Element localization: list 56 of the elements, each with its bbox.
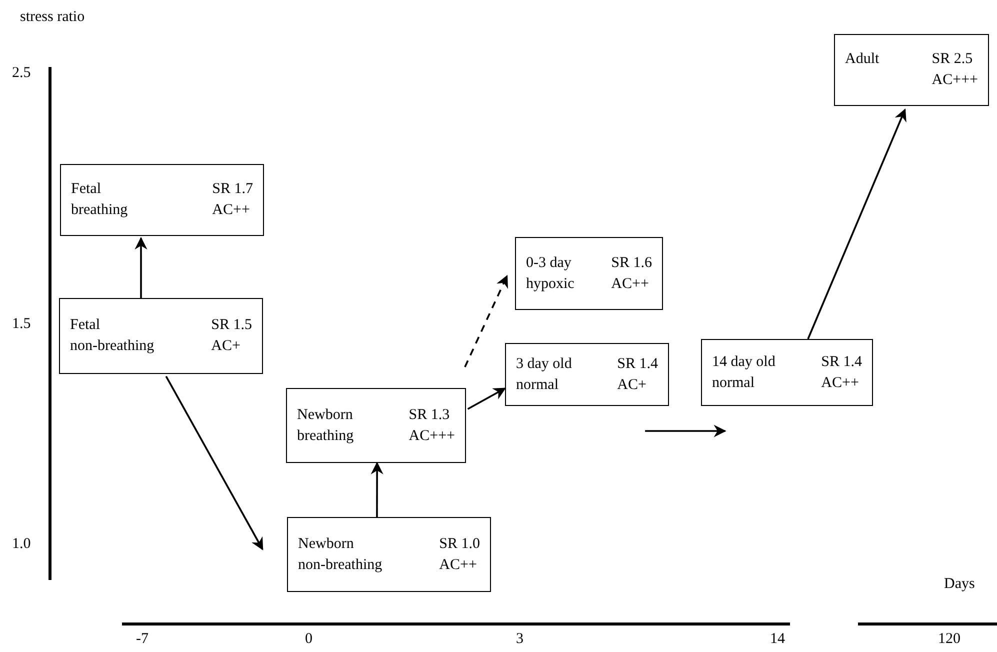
stage-name: normal bbox=[712, 374, 756, 392]
stage-box bbox=[287, 517, 491, 592]
arrow bbox=[645, 424, 726, 438]
stage-name: Fetal bbox=[71, 180, 102, 199]
axis-title: stress ratio bbox=[20, 8, 85, 27]
arrow bbox=[370, 462, 384, 517]
axis-tick-label: 3 bbox=[516, 630, 524, 649]
stage-box bbox=[286, 388, 466, 463]
stage-name: Fetal bbox=[70, 316, 101, 335]
stage-box bbox=[701, 339, 873, 406]
stage-box bbox=[515, 237, 663, 310]
stage-value: AC++ bbox=[439, 556, 478, 574]
arrow bbox=[807, 108, 906, 340]
stage-value: SR 1.3 bbox=[408, 406, 451, 424]
stage-name: hypoxic bbox=[526, 274, 574, 294]
arrow bbox=[165, 376, 264, 550]
axis-tick-label: 1.5 bbox=[12, 315, 31, 334]
stage-value: AC+ bbox=[617, 376, 648, 394]
stage-name: Newborn bbox=[298, 534, 355, 554]
stage-value: AC+ bbox=[211, 337, 242, 356]
stage-name: 14 day old bbox=[712, 352, 776, 372]
stage-name: non-breathing bbox=[298, 556, 382, 574]
stage-value: AC++ bbox=[212, 201, 251, 220]
axis-tick-label: 120 bbox=[938, 630, 960, 649]
axis-tick-label: 14 bbox=[770, 630, 785, 649]
arrow bbox=[467, 388, 506, 410]
stage-name: 3 day old bbox=[516, 354, 572, 374]
stage-name: 0-3 day bbox=[526, 254, 572, 272]
stage-name: Newborn bbox=[297, 406, 354, 424]
stage-value: SR 1.4 bbox=[821, 352, 862, 372]
stage-name: Adult bbox=[845, 50, 880, 69]
stage-value: AC+++ bbox=[408, 426, 455, 446]
stage-box bbox=[60, 164, 264, 236]
stage-value: AC++ bbox=[611, 274, 650, 294]
stage-box bbox=[505, 343, 669, 406]
axis-tick-label: 1.0 bbox=[12, 535, 31, 554]
stage-value: AC++ bbox=[821, 374, 860, 392]
stage-value: SR 1.6 bbox=[611, 254, 652, 272]
stage-box bbox=[834, 34, 989, 106]
stage-box bbox=[59, 298, 263, 374]
arrow bbox=[464, 274, 508, 368]
arrow bbox=[134, 236, 148, 298]
axis-tick-label: 2.5 bbox=[12, 64, 31, 83]
stage-name: breathing bbox=[297, 426, 354, 446]
stage-value: SR 1.0 bbox=[439, 534, 480, 554]
axis-tick-label: 0 bbox=[305, 630, 312, 649]
stage-value: SR 2.5 bbox=[932, 50, 974, 69]
stage-name: breathing bbox=[71, 201, 128, 220]
stage-name: normal bbox=[516, 376, 560, 394]
axis-title: Days bbox=[944, 575, 975, 594]
stage-value: SR 1.4 bbox=[617, 354, 658, 374]
stage-value: SR 1.7 bbox=[212, 180, 253, 199]
stage-value: AC+++ bbox=[932, 71, 978, 90]
stage-name: non-breathing bbox=[70, 337, 154, 356]
stage-value: SR 1.5 bbox=[211, 316, 252, 335]
axis-tick-label: -7 bbox=[136, 630, 148, 649]
